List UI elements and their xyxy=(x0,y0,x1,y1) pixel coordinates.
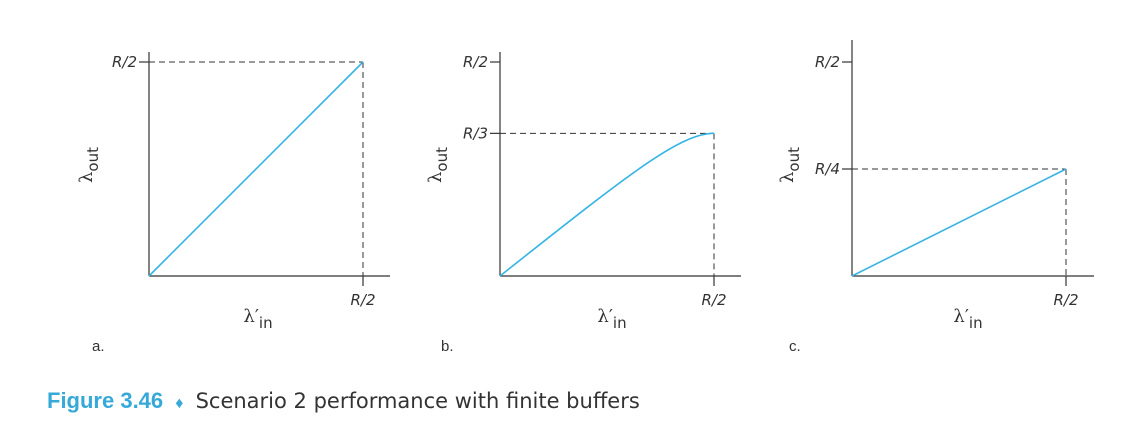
x-axis-title: λ′in xyxy=(597,306,626,332)
y-tick-label: R/2 xyxy=(815,53,840,71)
caption-text: Scenario 2 performance with finite buffe… xyxy=(195,389,640,413)
x-axis-title: λ′in xyxy=(953,306,982,332)
y-tick-label: R/4 xyxy=(815,160,840,178)
x-tick-label: R/2 xyxy=(350,291,375,309)
series-line xyxy=(499,132,715,277)
diamond-icon: ♦ xyxy=(175,395,184,412)
series-line xyxy=(148,61,364,277)
panel-label: b. xyxy=(441,338,454,355)
x-tick-label: R/2 xyxy=(701,291,726,309)
x-tick-label: R/2 xyxy=(1053,291,1078,309)
x-axis-title: λ′in xyxy=(243,306,272,332)
y-tick-label: R/2 xyxy=(112,53,137,71)
y-tick-label: R/2 xyxy=(463,53,488,71)
panel-label: c. xyxy=(789,338,801,355)
panel-label: a. xyxy=(92,338,105,355)
y-axis-title: λout xyxy=(425,147,451,183)
y-tick-label: R/3 xyxy=(463,124,488,142)
y-axis-title: λout xyxy=(76,147,102,183)
y-axis-title: λout xyxy=(777,147,803,183)
figure-caption: Figure 3.46 ♦ Scenario 2 performance wit… xyxy=(47,388,640,414)
figure-number: Figure 3.46 xyxy=(47,388,164,413)
figure-charts: R/2R/2λ′inλouta.R/2R/3R/2λ′inλoutb.R/2R/… xyxy=(76,40,1094,355)
series-line xyxy=(851,168,1067,277)
